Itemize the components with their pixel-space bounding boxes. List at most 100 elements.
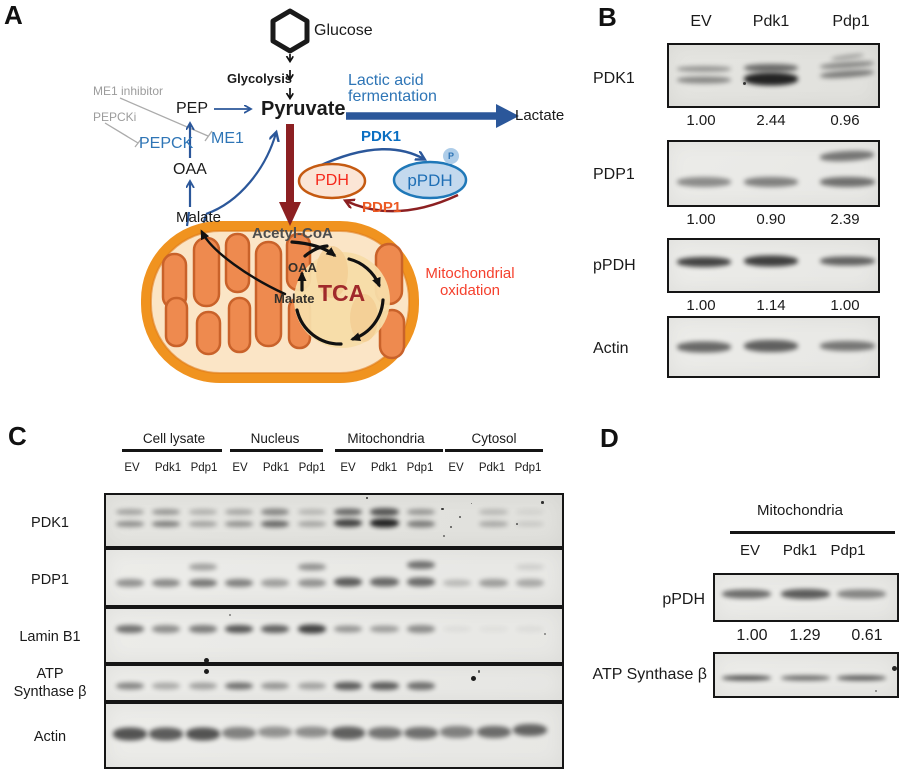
panel-a: A Glucose Glycolysis PEP Pyruvate Lactic…	[0, 0, 585, 415]
value-b-pdk1-ev: 1.00	[686, 112, 716, 129]
panel-c-row-label-laminb1: Lamin B1	[0, 628, 100, 646]
blot-d-atp-synthase	[713, 652, 899, 698]
ppdh-ellipse	[392, 160, 468, 200]
blot-c-atp-synthase	[104, 664, 564, 702]
panel-d-row-label-ppdh: pPDH	[662, 591, 705, 608]
glucose-label: Glucose	[314, 22, 373, 39]
tca-label: TCA	[318, 280, 366, 306]
c-lane-label: EV	[232, 462, 248, 474]
group-underline	[230, 449, 323, 452]
value-b-ppdh-pdp1: 1.00	[830, 297, 860, 314]
acetyl-coa-label: Acetyl-CoA	[252, 225, 333, 242]
panel-c-group-cell-lysate: Cell lysate	[142, 431, 206, 446]
blot-d-ppdh	[713, 573, 899, 622]
c-lane-label: Pdk1	[478, 462, 506, 474]
glucose-hexagon	[270, 8, 310, 54]
blot-b-pdk1	[667, 43, 880, 108]
value-d-ppdh-pdp1: 0.61	[851, 627, 883, 644]
panel-b-row-label-pdk1: PDK1	[593, 70, 635, 87]
pdk1-arc	[316, 147, 424, 169]
panel-b-row-label-ppdh: pPDH	[593, 257, 636, 274]
blot-c-pdk1	[104, 493, 564, 548]
c-lane-label: Pdp1	[190, 462, 218, 474]
phosphate-label: P	[447, 151, 454, 161]
mito-ox-line1: Mitochondrial	[425, 265, 515, 282]
row-label-line: PDP1	[31, 572, 69, 588]
panel-b-lane-pdp1: Pdp1	[832, 13, 870, 30]
me1-inhibitor-label: ME1 inhibitor	[93, 84, 164, 98]
panel-d-row-label-atp-synthase: ATP Synthase β	[592, 666, 707, 683]
panel-b-label: B	[598, 2, 617, 32]
lactate-label: Lactate	[515, 107, 565, 124]
me1-label: ME1	[211, 130, 244, 147]
lactate-arrow	[346, 104, 519, 128]
phosphate-circle	[443, 148, 459, 164]
panel-d-group-underline	[730, 531, 895, 534]
panel-b: B EV Pdk1 Pdp1 PDK1 1.00 2.44 0.96 PDP1 …	[585, 0, 900, 400]
panel-c-row-label-actin: Actin	[0, 728, 100, 746]
panel-b-lane-pdk1: Pdk1	[752, 13, 790, 30]
row-label-line: Lamin B1	[19, 629, 81, 645]
malate-label: Malate	[176, 209, 222, 226]
c-lane-label: Pdp1	[298, 462, 326, 474]
blot-c-laminb1	[104, 607, 564, 664]
panel-d-lane-pdp1: Pdp1	[830, 542, 866, 559]
pdp1-arc	[346, 193, 459, 213]
panel-d-group-label: Mitochondria	[757, 502, 843, 519]
pdk1-label: PDK1	[361, 128, 402, 145]
malate-inner-label: Malate	[274, 291, 315, 306]
panel-c-group-nucleus: Nucleus	[250, 431, 300, 446]
c-lane-label: Pdp1	[406, 462, 434, 474]
mitochondrion	[141, 221, 419, 383]
value-b-pdk1-pdk1: 2.44	[756, 112, 786, 129]
panel-c-group-mitochondria: Mitochondria	[347, 431, 425, 446]
glycolysis-label: Glycolysis	[227, 71, 293, 86]
value-b-pdp1-pdp1: 2.39	[830, 211, 860, 228]
panel-d-lane-ev: EV	[739, 542, 760, 559]
group-underline	[445, 449, 543, 452]
panel-d: D Mitochondria EV Pdk1 Pdp1 pPDH 1.00 1.…	[560, 415, 900, 715]
panel-c-row-label-atp-synthase: ATP Synthase β	[0, 665, 100, 701]
panel-b-row-label-actin: Actin	[593, 340, 629, 357]
pep-label: PEP	[176, 100, 209, 117]
blot-b-ppdh	[667, 238, 880, 293]
value-d-ppdh-pdk1: 1.29	[789, 627, 821, 644]
oaa-label: OAA	[173, 161, 207, 178]
panel-b-lane-ev: EV	[690, 13, 712, 30]
c-lane-label: Pdp1	[514, 462, 542, 474]
c-lane-label: Pdk1	[262, 462, 290, 474]
mitochondrial-oxidation-label: Mitochondrial oxidation	[418, 265, 522, 299]
c-lane-label: EV	[448, 462, 464, 474]
value-b-pdk1-pdp1: 0.96	[830, 112, 860, 129]
pathway-diagram	[104, 8, 519, 383]
panel-a-label: A	[4, 0, 23, 30]
value-b-pdp1-ev: 1.00	[686, 211, 716, 228]
lactic-line2: fermentation	[348, 88, 437, 105]
panel-c-label: C	[8, 421, 27, 451]
panel-b-row-label-pdp1: PDP1	[593, 166, 635, 183]
mito-ox-line2: oxidation	[439, 282, 501, 299]
row-label-line: Actin	[33, 729, 67, 745]
value-b-pdp1-pdk1: 0.90	[756, 211, 786, 228]
tca-cycle-arrows	[200, 229, 385, 346]
panel-c-row-label-pdk1: PDK1	[0, 514, 100, 532]
blot-c-pdp1	[104, 548, 564, 607]
panel-d-lane-pdk1: Pdk1	[782, 542, 818, 559]
pdh-label: PDH	[315, 172, 349, 189]
oaa-inner-label: OAA	[288, 260, 317, 275]
c-lane-label: EV	[124, 462, 140, 474]
panel-c-group-cytosol: Cytosol	[471, 431, 517, 446]
c-lane-label: Pdk1	[370, 462, 398, 474]
c-lane-label: Pdk1	[154, 462, 182, 474]
blot-c-actin	[104, 702, 564, 769]
group-underline	[335, 449, 443, 452]
c-lane-label: EV	[340, 462, 356, 474]
panel-c-row-label-pdp1: PDP1	[0, 571, 100, 589]
pyruvate-to-acetylcoa-arrow	[279, 124, 301, 226]
blue-arrows	[185, 109, 276, 228]
blot-b-actin	[667, 316, 880, 378]
cristae	[161, 232, 406, 360]
lactic-line1: Lactic acid	[348, 72, 424, 89]
panel-d-label: D	[600, 423, 619, 453]
